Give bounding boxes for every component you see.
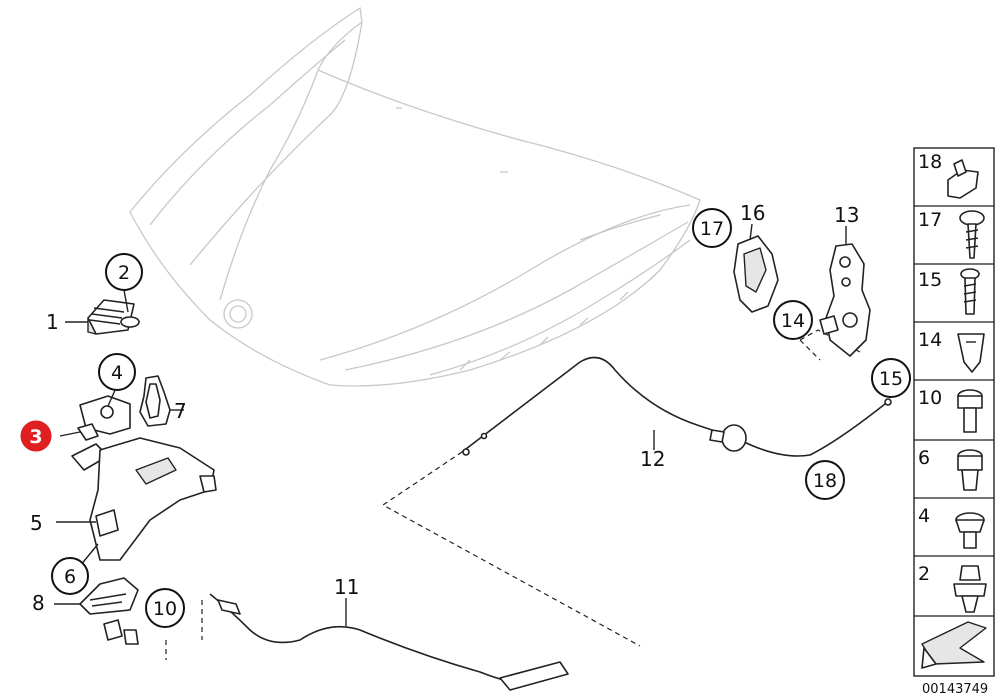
- label-part-16: 16: [740, 201, 765, 225]
- label-part-10: 10: [153, 598, 177, 620]
- part-13-release-lever: [819, 226, 871, 357]
- assembly-dash-lines: [165, 329, 861, 660]
- part-2-leader: [123, 289, 129, 313]
- circled-labels: 2 4 3 6 10 17 14 15 18: [20, 208, 911, 628]
- label-part-2: 2: [118, 262, 130, 284]
- panel-clip-2-icon: [953, 565, 987, 613]
- label-part-1: 1: [46, 310, 59, 334]
- panel-bolt-10-icon: [957, 389, 983, 433]
- label-part-5: 5: [30, 511, 43, 535]
- label-part-17: 17: [700, 218, 724, 240]
- label-part-12: 12: [640, 447, 665, 471]
- part-16-handle: [733, 223, 779, 313]
- part-1-clip: [65, 299, 140, 335]
- document-id: 00143749: [922, 682, 988, 697]
- label-part-7: 7: [174, 399, 187, 423]
- panel-bolt-4-icon: [955, 512, 985, 549]
- part-labels: 1 7 5 8 11 12 13 16: [30, 201, 859, 615]
- part-5-bracket: [56, 437, 217, 561]
- hood-panel: [129, 6, 701, 387]
- side-panel-labels: 18 17 15 14 10 6 4 2: [918, 151, 942, 585]
- panel-clip-nut-icon: [957, 333, 985, 373]
- panel-label-2: 2: [918, 563, 930, 585]
- label-part-14: 14: [781, 310, 805, 332]
- panel-screw-17-icon: [959, 210, 985, 259]
- part-7-seal: [139, 375, 184, 427]
- panel-label-4: 4: [918, 505, 930, 527]
- panel-label-18: 18: [918, 151, 942, 173]
- label-part-4: 4: [111, 362, 123, 384]
- part-12-cable: [461, 356, 892, 457]
- label-part-3: 3: [29, 426, 42, 448]
- panel-clip-icon: [947, 159, 979, 199]
- label-part-8: 8: [32, 591, 45, 615]
- side-parts-panel: [913, 147, 995, 677]
- part-10-bolt: [103, 619, 139, 645]
- highlight-marker: [20, 420, 52, 452]
- part-11-cable: [209, 593, 569, 691]
- part-8-bumper: [54, 577, 139, 615]
- panel-label-15: 15: [918, 269, 942, 291]
- panel-label-10: 10: [918, 387, 942, 409]
- label-part-15: 15: [879, 368, 903, 390]
- label-part-18: 18: [813, 470, 837, 492]
- label-part-6: 6: [64, 566, 76, 588]
- panel-label-17: 17: [918, 209, 942, 231]
- panel-bolt-6-icon: [957, 449, 983, 491]
- panel-screw-15-icon: [960, 268, 980, 315]
- panel-label-6: 6: [918, 447, 930, 469]
- label-part-11: 11: [334, 575, 359, 599]
- arrow-icon: [921, 621, 987, 669]
- label-part-13: 13: [834, 203, 859, 227]
- part-3-bolt: [59, 423, 109, 471]
- panel-label-14: 14: [918, 329, 942, 351]
